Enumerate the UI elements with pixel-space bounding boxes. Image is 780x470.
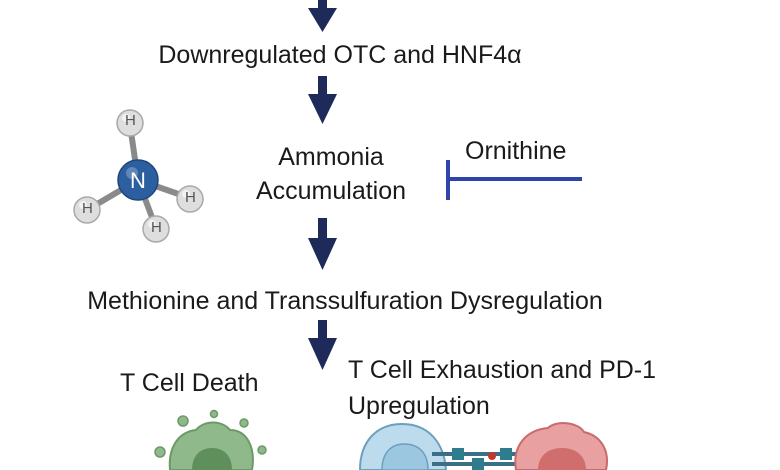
- hydrogen-label-4: H: [151, 219, 162, 236]
- inhibition-line: [446, 160, 582, 200]
- outcome-exhaustion-line-2: Upregulation: [348, 392, 490, 420]
- inhibitor-label-ornithine: Ornithine: [465, 137, 567, 165]
- flow-arrow-4: [308, 320, 337, 370]
- step-downregulated-otc-hnf4a: Downregulated OTC and HNF4α: [158, 41, 522, 69]
- dying-t-cell-icon: [154, 409, 267, 470]
- outcome-t-cell-death: T Cell Death: [120, 369, 259, 397]
- nitrogen-atom: [117, 159, 159, 201]
- step-ammonia-line-1: Ammonia: [278, 143, 384, 171]
- step-methionine-transsulfuration: Methionine and Transsulfuration Dysregul…: [87, 287, 603, 315]
- t-cell-icon: [358, 422, 448, 470]
- hydrogen-label-3: H: [185, 189, 196, 206]
- pd1-receptor-icon: [432, 448, 524, 470]
- nitrogen-label: N: [130, 168, 146, 193]
- ammonia-molecule: [73, 109, 204, 243]
- flow-arrow-2: [308, 76, 337, 124]
- hydrogen-label-2: H: [82, 200, 93, 217]
- outcome-exhaustion-line-1: T Cell Exhaustion and PD-1: [348, 356, 657, 384]
- flow-arrow-3: [308, 218, 337, 270]
- step-ammonia-line-2: Accumulation: [255, 177, 407, 205]
- tumor-cell-icon: [514, 422, 608, 470]
- flow-arrow-top: [308, 0, 337, 32]
- hydrogen-atoms: [73, 109, 204, 243]
- hydrogen-label-1: H: [125, 112, 136, 129]
